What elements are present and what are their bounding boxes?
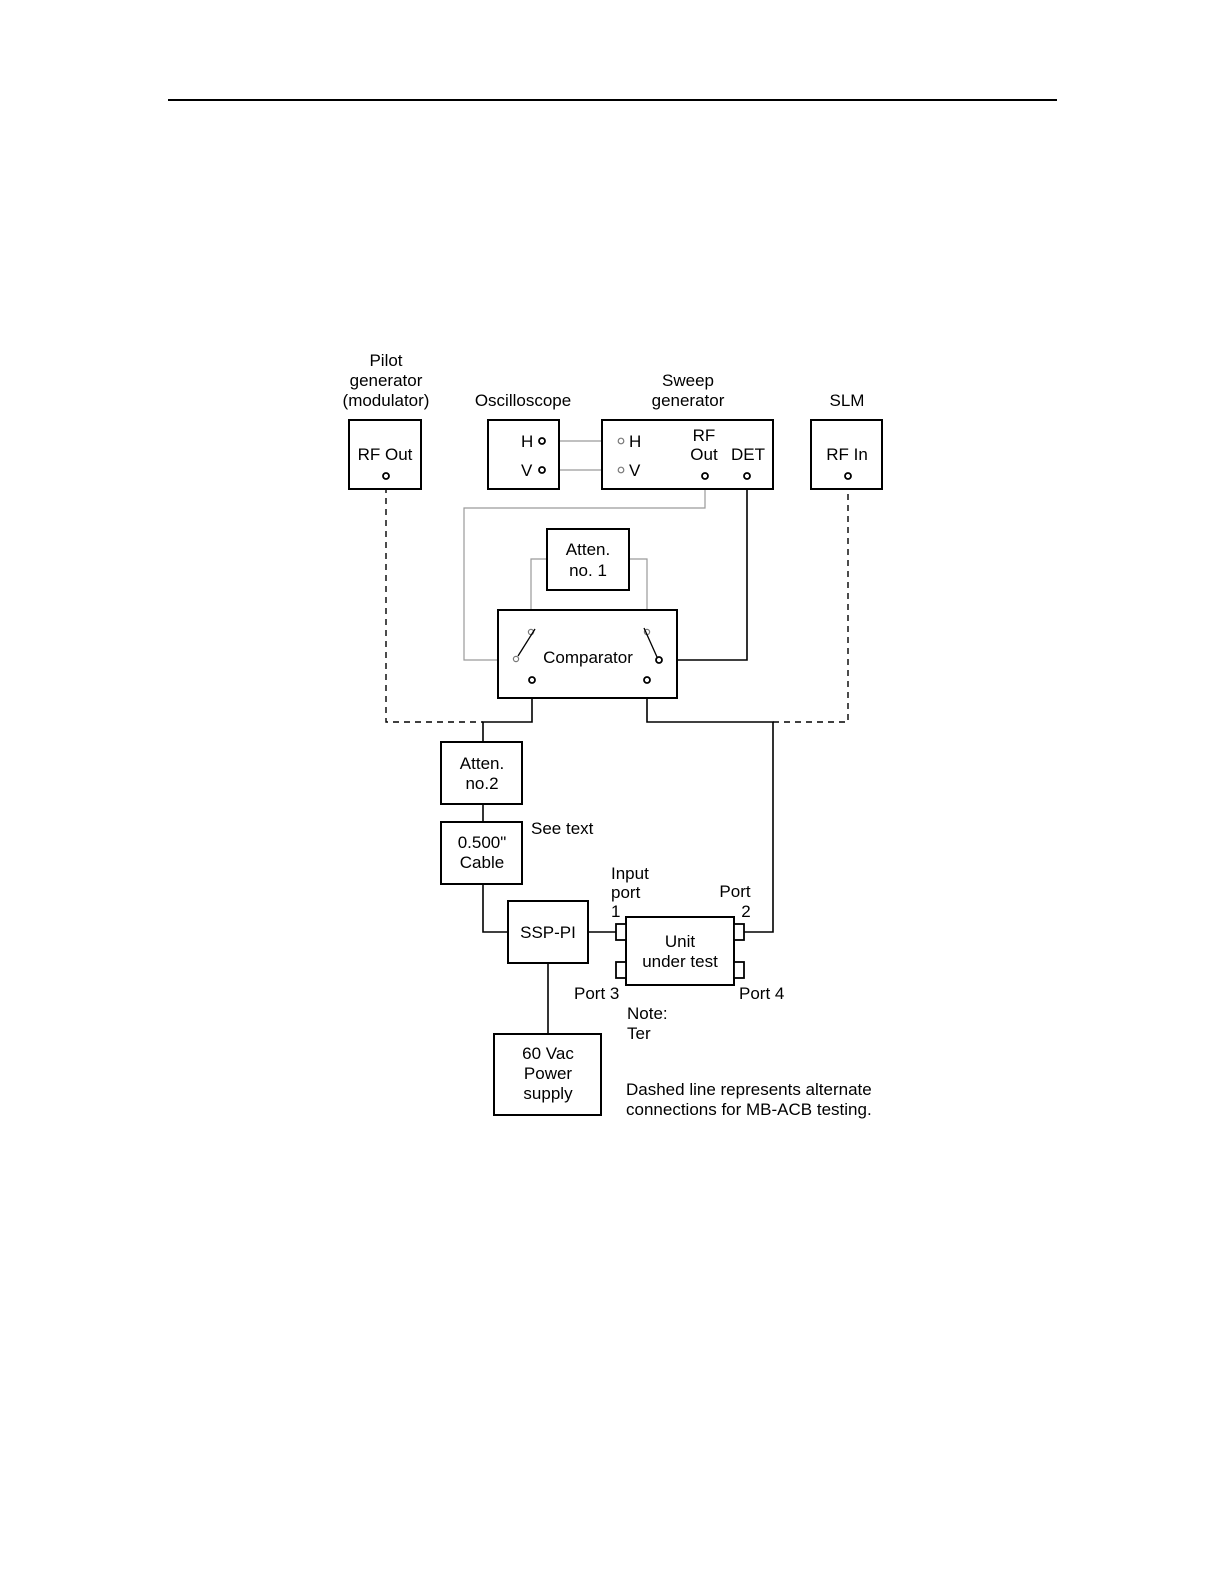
oscilloscope-title: Oscilloscope	[475, 391, 571, 410]
sweep-rf-label-1: RF	[693, 426, 716, 445]
uut-port1-connector	[615, 923, 627, 941]
cable-label-1: 0.500"	[458, 833, 507, 852]
slm-rf-in-label: RF In	[826, 445, 868, 464]
sweep-h-jack	[617, 437, 625, 445]
sweep-title-2: generator	[652, 391, 725, 410]
legend-line-1: Dashed line represents alternate	[626, 1080, 872, 1099]
sweep-rf-out-jack	[701, 472, 709, 480]
oscilloscope-box	[487, 419, 560, 490]
input-port-label-1: Input	[611, 864, 649, 883]
atten-no2-label-1: Atten.	[460, 754, 504, 773]
sweep-v-label: V	[629, 461, 641, 480]
sweep-det-label: DET	[731, 445, 765, 464]
slm-title: SLM	[830, 391, 865, 410]
atten-no1-label-1: Atten.	[566, 540, 610, 559]
atten-no2-label-2: no.2	[465, 774, 498, 793]
uut-port4-connector	[733, 961, 745, 979]
wire-comp-atten2	[482, 682, 533, 742]
note-label-1: Note:	[627, 1004, 668, 1023]
power-supply-label-3: supply	[523, 1084, 573, 1103]
input-port-label-3: 1	[611, 902, 620, 921]
ssp-pi-label: SSP-PI	[520, 923, 576, 942]
uut-port3-connector	[615, 961, 627, 979]
port3-label: Port 3	[574, 984, 619, 1003]
osc-v-jack	[538, 466, 546, 474]
port4-label: Port 4	[739, 984, 784, 1003]
uut-label-1: Unit	[665, 932, 696, 951]
port2-label-1: Port	[719, 882, 750, 901]
dashed-slm	[773, 476, 849, 723]
osc-h-jack	[538, 437, 546, 445]
atten-no1-box	[546, 528, 630, 591]
note-label-2: Ter	[627, 1024, 651, 1043]
power-supply-label-2: Power	[524, 1064, 573, 1083]
uut-port2-connector	[733, 923, 745, 941]
wire-cable-ssp	[482, 884, 509, 933]
osc-v-label: V	[521, 461, 533, 480]
pilot-rf-out-jack	[382, 472, 390, 480]
comparator-left-switch-bottom-icon	[512, 655, 520, 663]
sweep-h-label: H	[629, 432, 641, 451]
sweep-title-1: Sweep	[662, 371, 714, 390]
input-port-label-2: port	[611, 883, 641, 902]
unit-under-test-box	[625, 916, 735, 986]
port2-label-2: 2	[741, 902, 750, 921]
wire-comp-port2	[646, 682, 774, 933]
comparator-left-output-jack	[528, 676, 536, 684]
comparator-label: Comparator	[543, 648, 633, 667]
pilot-title-3: (modulator)	[343, 391, 430, 410]
wire-atten1-left	[530, 558, 547, 630]
pilot-title-2: generator	[350, 371, 423, 390]
cable-see-text-note: See text	[531, 819, 594, 838]
ssp-pi-box	[507, 900, 589, 964]
slm-rf-in-jack	[844, 472, 852, 480]
sweep-det-jack	[743, 472, 751, 480]
comparator-right-output-jack	[643, 676, 651, 684]
pilot-rf-out-label: RF Out	[358, 445, 413, 464]
uut-label-2: under test	[642, 952, 718, 971]
atten-no2-box	[440, 741, 523, 805]
comparator-left-switch-arm-icon	[517, 628, 536, 657]
wire-atten1-right	[629, 558, 648, 630]
wire-det	[659, 477, 748, 661]
sweep-rf-label-2: Out	[690, 445, 718, 464]
osc-h-label: H	[521, 432, 533, 451]
power-supply-label-1: 60 Vac	[522, 1044, 574, 1063]
wire-rf-out	[463, 477, 706, 661]
comparator-right-switch-arm-icon	[643, 627, 658, 658]
pilot-title-1: Pilot	[369, 351, 402, 370]
cable-box	[440, 821, 523, 885]
sweep-v-jack	[617, 466, 625, 474]
dashed-pilot	[385, 476, 483, 723]
power-supply-box	[493, 1033, 602, 1116]
sweep-generator-box	[601, 419, 774, 490]
legend-line-2: connections for MB-ACB testing.	[626, 1100, 872, 1119]
cable-label-2: Cable	[460, 853, 504, 872]
comparator-det-jack	[655, 656, 663, 664]
atten-no1-label-2: no. 1	[569, 561, 607, 580]
